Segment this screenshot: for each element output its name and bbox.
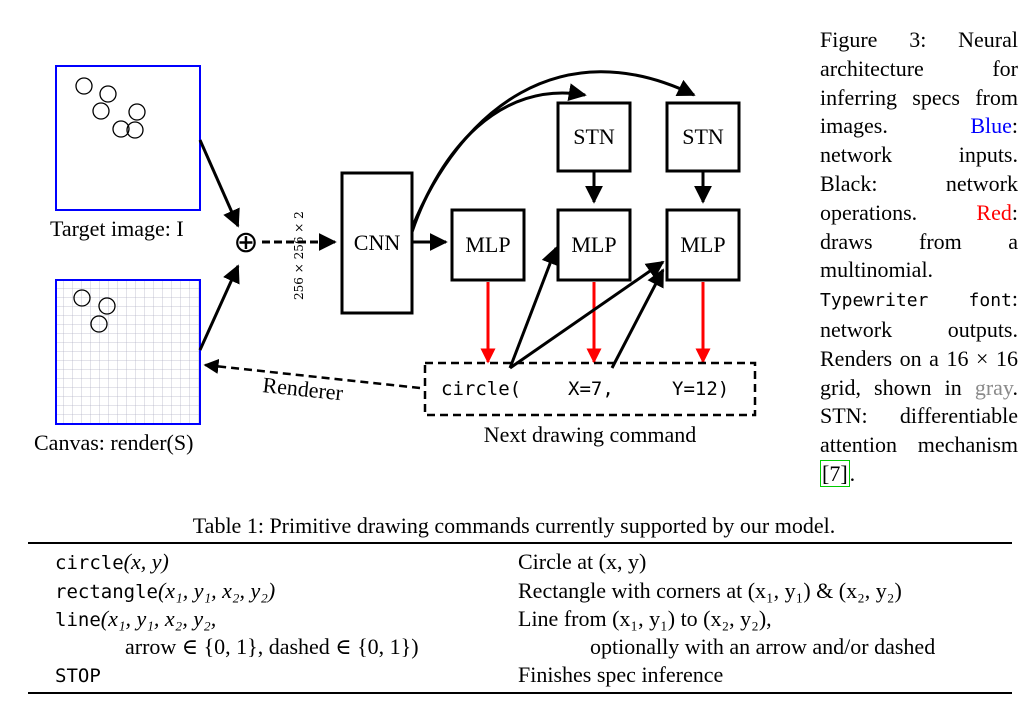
next-command-box xyxy=(423,361,757,417)
mlp-box-2 xyxy=(556,208,632,282)
cnn-label: CNN xyxy=(354,230,401,255)
circle-to-mlp3-arrow xyxy=(509,260,665,370)
caption-text: : draws from a multinomial. xyxy=(820,199,1018,283)
table-bottom-rule xyxy=(28,692,1012,694)
caption-text: : network inputs. Black: network operati… xyxy=(820,113,1018,225)
citation-link[interactable]: [7] xyxy=(820,459,850,487)
table-row-description: Circle at (x, y) xyxy=(518,549,647,574)
cnn-to-stn2-arrow xyxy=(410,70,696,229)
caption-typewriter-word: Typewriter font xyxy=(820,290,1012,312)
caption-text: . STN: differentiable attention mechanis… xyxy=(820,374,1018,458)
mlp-label-3: MLP xyxy=(680,232,725,257)
stn-label-2: STN xyxy=(682,124,724,149)
table-row-command: line(x₁, y₁, x₂, y₂, xyxy=(55,606,217,631)
mlp-label-1: MLP xyxy=(465,232,510,257)
stn-box-1 xyxy=(556,101,632,173)
caption-red-word: Red xyxy=(976,199,1012,225)
table-title: Table 1: Primitive drawing commands curr… xyxy=(192,513,836,538)
tensor-dim-label: 256 × 256 × 2 xyxy=(292,211,306,300)
target-to-plus-arrow xyxy=(198,139,240,228)
table-row-description: optionally with an arrow and/or dashed xyxy=(590,634,936,659)
caption-text: Figure 3: Neural architecture for inferr… xyxy=(820,27,1018,139)
caption-text: : network outputs. Renders on a 16 × 16 … xyxy=(820,286,1018,400)
canvas-image xyxy=(55,279,201,425)
circle-to-mlp2-arrow xyxy=(508,246,559,369)
table-row-command: STOP xyxy=(55,665,101,687)
mlp-label-2: MLP xyxy=(571,232,616,257)
renderer-label: Renderer xyxy=(261,372,344,405)
mlp-box-3 xyxy=(665,208,741,282)
table-row-description: Rectangle with corners at (x₁, y₁) & (x₂… xyxy=(518,578,902,603)
architecture-diagram: Target image: I Canvas: render(S) ⊕ 256 … xyxy=(34,65,757,455)
command-y-token: Y=12) xyxy=(672,378,729,400)
caption-blue-word: Blue xyxy=(970,113,1012,139)
mlp-box-1 xyxy=(450,208,526,282)
caption-text: . xyxy=(849,460,856,486)
table-row-command: rectangle(x₁, y₁, x₂, y₂) xyxy=(55,578,276,603)
command-x-token: X=7, xyxy=(568,378,614,400)
x-to-mlp3-arrow xyxy=(610,268,665,369)
next-command-label: Next drawing command xyxy=(484,422,697,447)
caption-gray-word: gray xyxy=(974,374,1013,400)
stn-label-1: STN xyxy=(573,124,615,149)
canvas-to-plus-arrow xyxy=(198,264,240,351)
table-top-rule xyxy=(28,542,1012,544)
table-row-description: Line from (x₁, y₁) to (x₂, y₂), xyxy=(518,606,772,631)
table-row-command: arrow ∈ {0, 1}, dashed ∈ {0, 1}) xyxy=(125,634,419,659)
target-image xyxy=(55,65,201,211)
target-image-label: Target image: I xyxy=(50,216,184,241)
table-row-description: Finishes spec inference xyxy=(518,662,724,687)
combine-plus-icon: ⊕ xyxy=(233,225,258,260)
renderer-arrow xyxy=(203,358,421,390)
command-circle-token: circle( xyxy=(441,378,521,400)
canvas-label: Canvas: render(S) xyxy=(34,430,193,455)
table-row-command: circle(x, y) xyxy=(55,549,169,574)
figure-caption: Figure 3: Neural architecture for inferr… xyxy=(820,26,1018,489)
